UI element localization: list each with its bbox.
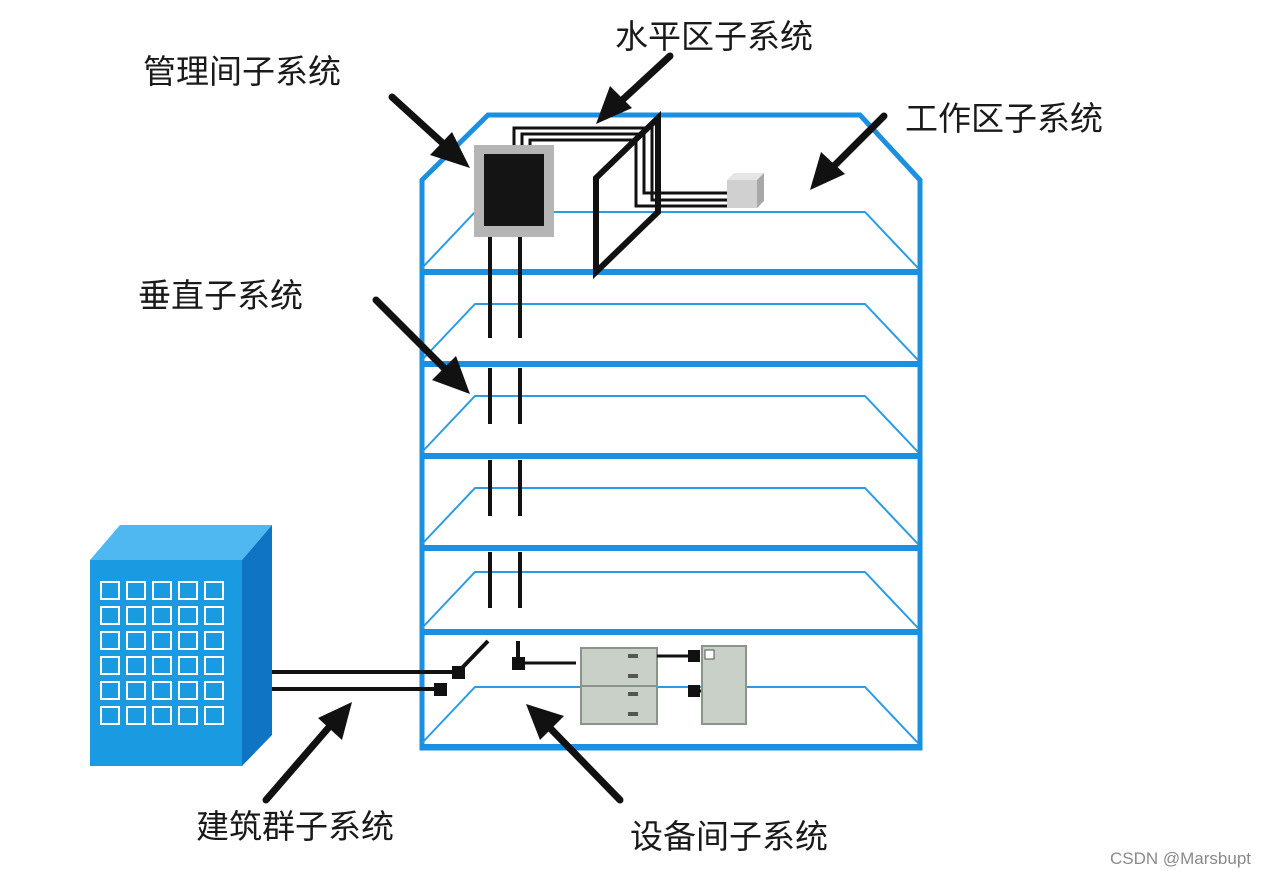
label-equipment-room: 设备间子系统 [630, 817, 828, 856]
floor-plane-3 [421, 395, 919, 453]
window [152, 681, 172, 700]
floor-plane-4 [421, 487, 919, 545]
window [100, 656, 120, 675]
arrow-head-management [430, 132, 470, 168]
arrow-head-vertical [432, 356, 470, 394]
window [152, 606, 172, 625]
arrow-head-equipment [526, 704, 564, 740]
window [126, 656, 146, 675]
building-structure [419, 112, 923, 751]
work-area-outlet [727, 173, 764, 208]
floor-plane-2 [421, 303, 919, 361]
window [126, 706, 146, 725]
horizontal-cables [512, 110, 730, 280]
window [204, 706, 224, 725]
window [152, 631, 172, 650]
window [100, 631, 120, 650]
arrow-head-work-area [810, 152, 845, 190]
equipment-room-hardware [434, 639, 747, 725]
window [204, 681, 224, 700]
window [100, 606, 120, 625]
window [204, 581, 224, 600]
window [152, 581, 172, 600]
arrow-head-building-group [318, 702, 352, 740]
window [178, 581, 198, 600]
window [100, 681, 120, 700]
campus-building [90, 525, 272, 766]
window [126, 681, 146, 700]
window [126, 581, 146, 600]
label-work-area: 工作区子系统 [905, 99, 1103, 138]
floor-plane-5 [421, 571, 919, 629]
vertical-backbone-cables [488, 237, 522, 608]
window [178, 631, 198, 650]
window [100, 706, 120, 725]
floor-plane-1 [421, 211, 919, 269]
label-horizontal: 水平区子系统 [615, 17, 813, 56]
building-windows [100, 581, 224, 725]
window [178, 706, 198, 725]
window [204, 656, 224, 675]
window [126, 606, 146, 625]
window [204, 631, 224, 650]
window [178, 681, 198, 700]
arrows [262, 52, 888, 804]
window [152, 656, 172, 675]
telecom-closet-cabinet [474, 145, 554, 237]
wall-plane [593, 110, 661, 280]
label-vertical: 垂直子系统 [138, 276, 303, 315]
floor-plane-6 [421, 686, 919, 744]
window [152, 706, 172, 725]
campus-cables [272, 670, 452, 691]
label-building-group: 建筑群子系统 [196, 807, 394, 846]
window [100, 581, 120, 600]
label-management-room: 管理间子系统 [143, 52, 341, 91]
window [126, 631, 146, 650]
cabinet-body [484, 154, 544, 226]
watermark: CSDN @Marsbupt [1110, 849, 1251, 868]
arrow-head-horizontal [596, 86, 632, 124]
window [178, 656, 198, 675]
window [178, 606, 198, 625]
window [204, 606, 224, 625]
